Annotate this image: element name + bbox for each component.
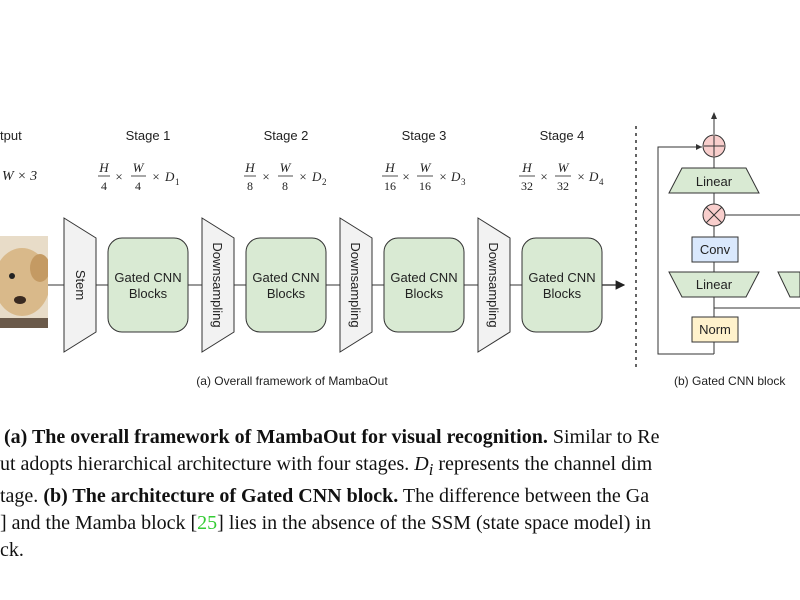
svg-text:H: H <box>521 160 532 175</box>
svg-text:×: × <box>262 169 269 184</box>
svg-text:W: W <box>133 160 145 175</box>
svg-text:8: 8 <box>247 179 253 193</box>
stage-3-gated-cnn-blocks <box>383 237 465 333</box>
stage-1-dims: H 4 × W 4 × D 1 <box>98 160 180 193</box>
svg-text:×: × <box>439 169 446 184</box>
svg-text:4: 4 <box>599 177 604 187</box>
svg-text:×: × <box>115 169 122 184</box>
svg-text:D: D <box>450 169 461 184</box>
stage-3-block-line2: Blocks <box>405 286 444 301</box>
input-dims: W × 3 <box>2 169 37 184</box>
caption-line-4: ] and the Mamba block [25] lies in the a… <box>0 512 651 534</box>
svg-text:×: × <box>577 169 584 184</box>
architecture-figure: tput W × 3 Stem Stage 1 H 4 × W 4 × D 1 … <box>0 112 800 388</box>
caption-line-5: ck. <box>0 539 24 561</box>
stage-4-label: Stage 4 <box>540 128 585 143</box>
stage-2-block-line2: Blocks <box>267 286 306 301</box>
svg-text:H: H <box>98 160 109 175</box>
caption-line-3: tage. (b) The architecture of Gated CNN … <box>0 485 650 507</box>
downsampling-2 <box>339 217 373 353</box>
downsampling-3 <box>477 217 511 353</box>
svg-text:32: 32 <box>521 179 533 193</box>
caption-line-1: (a) The overall framework of MambaOut fo… <box>4 426 660 448</box>
stage-2-block-line1: Gated CNN <box>252 270 319 285</box>
stem-label: Stem <box>73 270 88 300</box>
downsampling-1 <box>201 217 235 353</box>
conv-label: Conv <box>700 242 731 257</box>
svg-text:8: 8 <box>282 179 288 193</box>
svg-text:W: W <box>558 160 570 175</box>
subcaption-b: (b) Gated CNN block <box>674 374 786 388</box>
linear-bottom-trapezoid <box>668 271 760 298</box>
stage-1-gated-cnn-blocks <box>107 237 189 333</box>
gated-cnn-block-diagram: Linear Conv Linear Norm <box>657 112 800 355</box>
svg-text:×: × <box>299 169 306 184</box>
svg-text:D: D <box>164 169 175 184</box>
downsampling-3-label: Downsampling <box>486 242 501 327</box>
svg-text:×: × <box>540 169 547 184</box>
linear-branch-trapezoid <box>777 271 800 298</box>
stage-4-gated-cnn-blocks <box>521 237 603 333</box>
norm-box <box>691 316 739 343</box>
downsampling-2-label: Downsampling <box>348 242 363 327</box>
svg-text:×: × <box>152 169 159 184</box>
svg-text:D: D <box>311 169 322 184</box>
svg-text:2: 2 <box>322 177 327 187</box>
stage-1-block-line1: Gated CNN <box>114 270 181 285</box>
subcaption-a: (a) Overall framework of MambaOut <box>196 374 388 388</box>
svg-text:16: 16 <box>384 179 396 193</box>
stage-1-label: Stage 1 <box>126 128 171 143</box>
norm-label: Norm <box>699 322 731 337</box>
svg-text:4: 4 <box>135 179 141 193</box>
input-image-puppy <box>0 236 48 328</box>
svg-text:×: × <box>402 169 409 184</box>
input-label: tput <box>0 128 22 143</box>
svg-text:W: W <box>280 160 292 175</box>
stage-2-label: Stage 2 <box>264 128 309 143</box>
svg-text:3: 3 <box>461 177 466 187</box>
citation-link[interactable]: 25 <box>197 512 218 534</box>
stage-3-dims: H 16 × W 16 × D 3 <box>382 160 466 193</box>
stage-4-dims: H 32 × W 32 × D 4 <box>519 160 604 193</box>
figure-caption: (a) The overall framework of MambaOut fo… <box>0 424 800 600</box>
stage-1-block-line2: Blocks <box>129 286 168 301</box>
stage-3-block-line1: Gated CNN <box>390 270 457 285</box>
conv-box <box>691 236 739 263</box>
stage-3-label: Stage 3 <box>402 128 447 143</box>
linear-top-trapezoid <box>668 167 760 194</box>
svg-text:32: 32 <box>557 179 569 193</box>
stage-2-dims: H 8 × W 8 × D 2 <box>244 160 327 193</box>
downsampling-1-label: Downsampling <box>210 242 225 327</box>
svg-text:16: 16 <box>419 179 431 193</box>
svg-text:W: W <box>420 160 432 175</box>
stage-4-block-line2: Blocks <box>543 286 582 301</box>
stem-trapezoid <box>63 217 97 353</box>
caption-line-2: ut adopts hierarchical architecture with… <box>0 453 653 479</box>
linear-bottom-label: Linear <box>696 277 733 292</box>
svg-text:H: H <box>244 160 255 175</box>
stage-4-block-line1: Gated CNN <box>528 270 595 285</box>
svg-text:4: 4 <box>101 179 107 193</box>
linear-top-label: Linear <box>696 174 733 189</box>
svg-text:D: D <box>588 169 599 184</box>
stage-2-gated-cnn-blocks <box>245 237 327 333</box>
svg-text:H: H <box>384 160 395 175</box>
svg-text:1: 1 <box>175 177 180 187</box>
